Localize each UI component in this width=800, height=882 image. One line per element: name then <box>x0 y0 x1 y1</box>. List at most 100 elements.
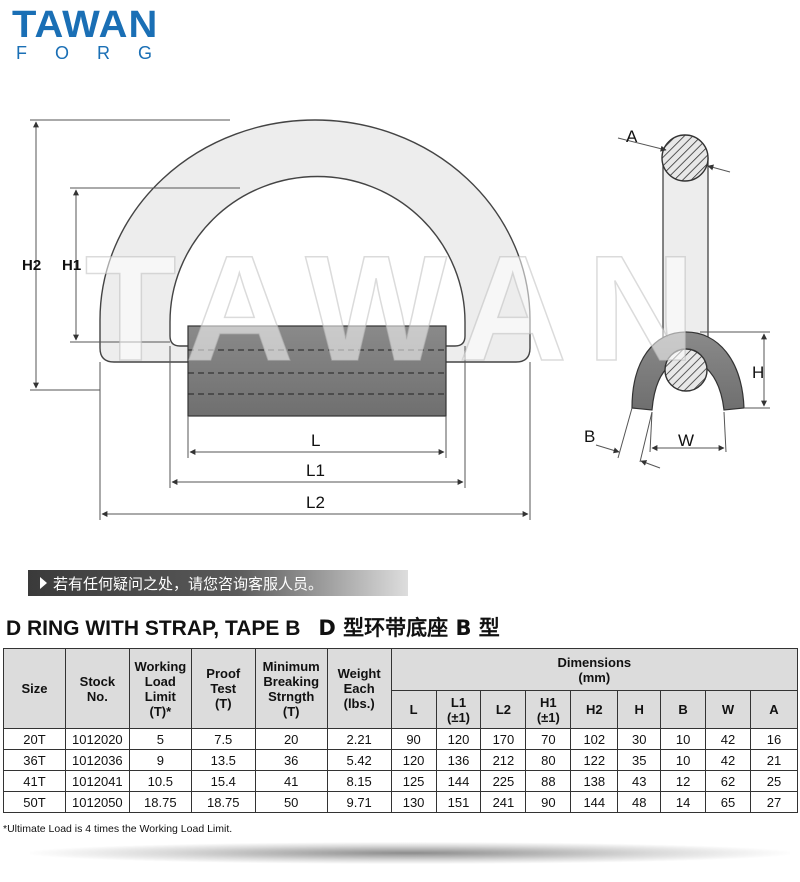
cell-h2: 122 <box>570 749 619 771</box>
cell-l1: 151 <box>435 791 482 813</box>
cell-stock: 1012050 <box>64 791 130 813</box>
label-l2: L2 <box>306 493 325 512</box>
cell-l: 125 <box>390 770 437 792</box>
label-h2: H2 <box>22 257 41 274</box>
label-l1: L1 <box>306 461 325 480</box>
cell-stock: 1012036 <box>64 749 130 771</box>
header-dim-l: L <box>390 690 437 729</box>
cell-w: 42 <box>705 728 751 750</box>
triangle-right-icon <box>40 577 47 589</box>
cell-wll: 10.5 <box>128 770 192 792</box>
label-h1: H1 <box>62 257 81 274</box>
watermark: TAWAN <box>85 224 716 392</box>
cell-a: 21 <box>749 749 799 771</box>
cell-proof: 13.5 <box>190 749 256 771</box>
cell-weight: 5.42 <box>326 749 392 771</box>
cell-h: 35 <box>617 749 662 771</box>
label-h: H <box>752 363 764 382</box>
cell-size: 41T <box>3 770 66 792</box>
cell-h1: 80 <box>525 749 572 771</box>
cell-weight: 2.21 <box>326 728 392 750</box>
side-dimensions <box>595 137 770 469</box>
d-ring-side-view <box>631 134 745 411</box>
header-dim-h2: H2 <box>570 690 619 729</box>
header-dim-l1: L1(±1) <box>435 690 482 729</box>
cell-weight: 8.15 <box>326 770 392 792</box>
logo-wordmark: TAWAN <box>12 4 159 46</box>
product-title: D RING WITH STRAP, TAPE B D 型环带底座 B 型 <box>6 612 500 642</box>
cell-h: 43 <box>617 770 662 792</box>
cell-b: 10 <box>660 749 707 771</box>
cell-h1: 88 <box>525 770 572 792</box>
header-dim-h: H <box>617 690 662 729</box>
cell-h2: 144 <box>570 791 619 813</box>
cell-l: 120 <box>390 749 437 771</box>
cell-l2: 241 <box>480 791 527 813</box>
header-size: Size <box>3 648 66 729</box>
cell-mbs: 50 <box>254 791 328 813</box>
cell-a: 25 <box>749 770 799 792</box>
product-title-zh: D 型环带底座 B 型 <box>318 616 500 640</box>
cell-b: 14 <box>660 791 707 813</box>
label-a: A <box>626 127 638 146</box>
header-dim-l2: L2 <box>480 690 527 729</box>
cell-h2: 102 <box>570 728 619 750</box>
cell-a: 16 <box>749 728 799 750</box>
cell-mbs: 20 <box>254 728 328 750</box>
cell-weight: 9.71 <box>326 791 392 813</box>
cell-wll: 5 <box>128 728 192 750</box>
cell-h: 48 <box>617 791 662 813</box>
notice-banner: 若有任何疑问之处，请您咨询客服人员。 <box>28 570 408 596</box>
bottom-shadow <box>30 842 790 864</box>
label-w: W <box>678 431 694 450</box>
cell-l2: 225 <box>480 770 527 792</box>
header-dim-w: W <box>705 690 751 729</box>
brand-logo: TAWAN FORG <box>12 6 172 62</box>
label-b: B <box>584 427 595 446</box>
cell-wll: 18.75 <box>128 791 192 813</box>
header-dim-b: B <box>660 690 707 729</box>
cell-l2: 212 <box>480 749 527 771</box>
cell-l1: 136 <box>435 749 482 771</box>
cell-proof: 7.5 <box>190 728 256 750</box>
cell-mbs: 41 <box>254 770 328 792</box>
cell-b: 10 <box>660 728 707 750</box>
section-a-circle <box>661 134 709 182</box>
cell-w: 62 <box>705 770 751 792</box>
cell-l: 90 <box>390 728 437 750</box>
cell-proof: 15.4 <box>190 770 256 792</box>
header-dim-a: A <box>749 690 799 729</box>
cell-h: 30 <box>617 728 662 750</box>
cell-wll: 9 <box>128 749 192 771</box>
cell-h1: 90 <box>525 791 572 813</box>
header-dimensions: Dimensions(mm) <box>390 648 799 691</box>
cell-l: 130 <box>390 791 437 813</box>
cell-l1: 144 <box>435 770 482 792</box>
cell-size: 20T <box>3 728 66 750</box>
cell-w: 42 <box>705 749 751 771</box>
strap-block <box>187 325 447 417</box>
label-l: L <box>311 431 320 450</box>
cell-a: 27 <box>749 791 799 813</box>
d-ring-technical-drawing: H2 H1 L L1 L2 A H B W TAWAN <box>22 119 770 520</box>
banner-text: 若有任何疑问之处，请您咨询客服人员。 <box>53 574 324 593</box>
logo-subword: FORG <box>16 43 180 63</box>
header-dim-h1: H1(±1) <box>525 690 572 729</box>
product-title-en: D RING WITH STRAP, TAPE B <box>6 617 301 640</box>
front-dimensions <box>30 119 531 520</box>
cell-h1: 70 <box>525 728 572 750</box>
cell-proof: 18.75 <box>190 791 256 813</box>
cell-l2: 170 <box>480 728 527 750</box>
cell-mbs: 36 <box>254 749 328 771</box>
cell-size: 36T <box>3 749 66 771</box>
section-b-circle <box>664 348 708 392</box>
